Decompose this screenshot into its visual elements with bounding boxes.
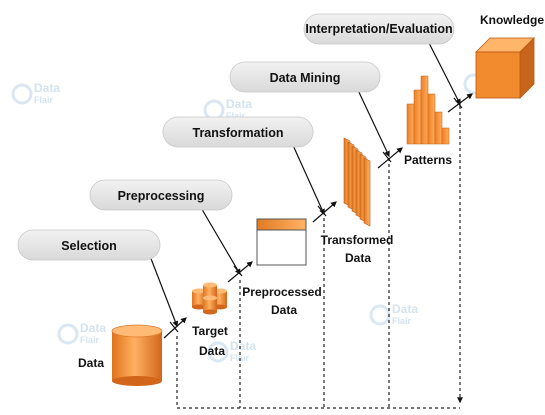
node-target-line2: Data	[199, 344, 225, 358]
svg-text:Data: Data	[226, 97, 252, 111]
svg-text:Flair: Flair	[80, 335, 100, 345]
patterns-icon	[406, 75, 450, 145]
node-transformed-line2: Data	[345, 251, 371, 265]
flow-pointers	[163, 93, 473, 339]
step-connectors	[149, 40, 461, 328]
node-patterns-label: Patterns	[404, 153, 452, 167]
svg-text:Data: Data	[80, 321, 106, 335]
watermark-5: Data Flair	[369, 302, 418, 326]
watermark-3: Data Flair	[57, 321, 106, 345]
step-preprocessing: Preprocessing	[89, 179, 233, 211]
pointer-preprocessed-transformed	[312, 201, 337, 223]
connector-transformation	[291, 142, 325, 216]
step-data-mining: Data Mining	[229, 61, 381, 93]
pointer-target-preprocessed	[227, 261, 253, 283]
svg-text:Data: Data	[34, 81, 60, 95]
node-preprocessed-line2: Data	[271, 303, 297, 317]
connector-preprocessing	[199, 205, 241, 276]
connector-data-mining	[356, 87, 390, 158]
step-selection: Selection	[17, 229, 161, 261]
node-transformed-line1: Transformed	[321, 233, 394, 247]
step-transformation-label: Transformation	[193, 126, 284, 140]
target-data-icon	[192, 282, 227, 315]
feedback-loop	[176, 100, 463, 409]
step-transformation: Transformation	[162, 116, 314, 148]
pointer-patterns-knowledge	[447, 93, 473, 113]
node-preprocessed-line1: Preprocessed	[242, 285, 321, 299]
step-preprocessing-label: Preprocessing	[118, 189, 205, 203]
transformed-data-icon	[343, 137, 371, 227]
watermark-1: Data Flair	[11, 81, 60, 105]
svg-text:Flair: Flair	[34, 95, 54, 105]
step-interpretation: Interpretation/Evaluation	[303, 13, 455, 45]
pointer-transformed-patterns	[377, 147, 403, 169]
svg-text:Flair: Flair	[226, 111, 246, 121]
step-interpretation-label: Interpretation/Evaluation	[305, 22, 452, 36]
data-cylinder-icon	[111, 324, 163, 386]
preprocessed-data-icon	[256, 218, 307, 266]
svg-text:Data: Data	[230, 339, 256, 353]
node-target-line1: Target	[192, 324, 228, 338]
node-data-label: Data	[78, 356, 104, 370]
node-knowledge-label: Knowledge	[480, 13, 544, 27]
step-data-mining-label: Data Mining	[270, 71, 341, 85]
svg-text:Data: Data	[392, 302, 418, 316]
connector-interpretation	[427, 40, 461, 106]
connector-selection	[149, 255, 179, 328]
svg-text:Flair: Flair	[392, 316, 412, 326]
knowledge-cube-icon	[475, 37, 535, 99]
step-selection-label: Selection	[61, 239, 117, 253]
